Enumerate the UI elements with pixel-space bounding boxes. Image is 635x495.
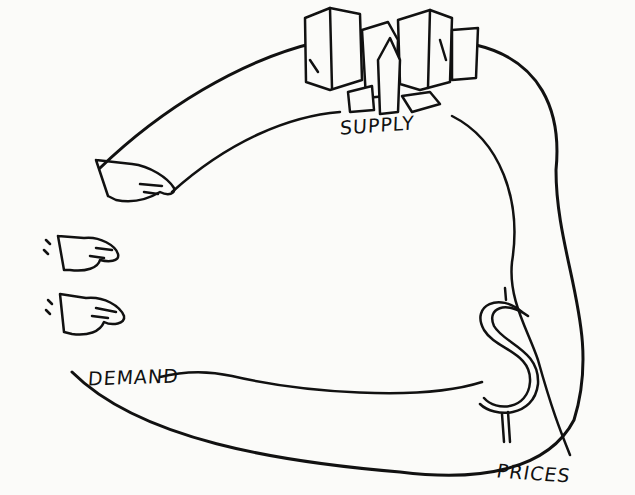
inner-loop-line (452, 116, 570, 455)
demand-hand-sketch (96, 160, 174, 201)
outer-loop-line (100, 42, 318, 168)
concept-label: SUPPLY (340, 111, 415, 138)
outer-loop-line (72, 45, 583, 475)
demand-hand-sketch (44, 236, 118, 271)
supply-goods-sketch (305, 8, 478, 114)
concept-label: DEMAND (87, 364, 179, 389)
inner-loop-line (172, 112, 340, 192)
concept-label: PRICES (495, 460, 572, 487)
demand-hand-sketch (46, 294, 124, 335)
inner-loop-line (160, 372, 482, 393)
dollar-sign-sketch (480, 288, 538, 442)
